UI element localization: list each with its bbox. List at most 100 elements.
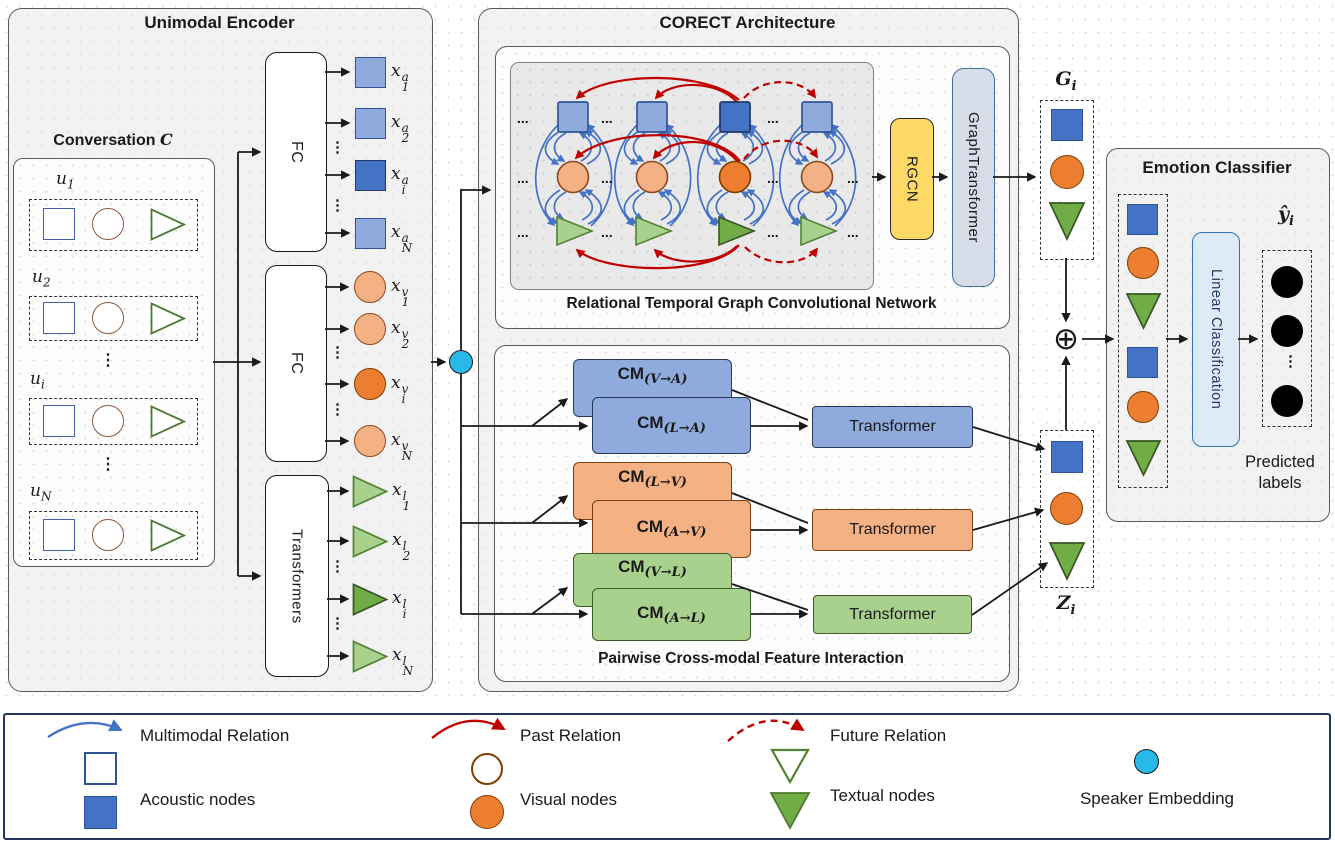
visual-placeholder-circle xyxy=(92,208,124,240)
acoustic-feature-node xyxy=(355,218,386,249)
fc-box-visual: FC xyxy=(265,265,327,462)
output-ellipsis: ⋮ xyxy=(330,344,345,361)
textual-node xyxy=(1125,293,1162,330)
textual-node-outline xyxy=(770,748,810,785)
textual-feature-node xyxy=(352,640,388,673)
svg-text:...: ... xyxy=(601,170,613,186)
legend-acoustic-label: Acoustic nodes xyxy=(140,790,256,809)
svg-text:...: ... xyxy=(517,170,529,186)
textual-placeholder-triangle xyxy=(150,405,186,438)
utterance-label-uN: uN xyxy=(30,481,52,504)
graph-ellipses: ......... ............ ............ xyxy=(517,110,859,240)
g-vector-box xyxy=(1040,100,1094,260)
visual-node-filled xyxy=(470,795,504,829)
utterance-label-u1: u1 xyxy=(56,169,75,192)
visual-node xyxy=(556,160,590,194)
utterance-box-uN xyxy=(29,511,198,560)
visual-feature-node xyxy=(354,313,386,345)
acoustic-node xyxy=(557,101,589,133)
conversation-box: u1 u2 ⋮ ui ⋮ uN xyxy=(13,158,215,567)
svg-text:...: ... xyxy=(767,110,779,126)
predicted-labels-box: ⋮ xyxy=(1262,250,1312,427)
textual-feature-node-i xyxy=(352,583,388,616)
visual-placeholder-circle xyxy=(92,519,124,551)
svg-text:...: ... xyxy=(601,110,613,126)
visual-placeholder-circle xyxy=(92,405,124,437)
y-hat-label: ŷi xyxy=(1278,203,1294,229)
unimodal-encoder-title: Unimodal Encoder xyxy=(144,13,295,32)
utterance-box-u2 xyxy=(29,296,198,341)
acoustic-feature-node-i xyxy=(355,160,386,191)
labels-ellipsis: ⋮ xyxy=(1283,353,1298,370)
z-vector-label: Zi xyxy=(1056,592,1076,618)
cm-block-a-to-v: CM(A→V) xyxy=(592,500,751,558)
svg-text:...: ... xyxy=(601,224,613,240)
temporal-relations xyxy=(574,76,819,270)
acoustic-placeholder-square xyxy=(43,405,75,437)
visual-feature-node xyxy=(354,271,386,303)
acoustic-node xyxy=(801,101,833,133)
emotion-classifier-title: Emotion Classifier xyxy=(1142,158,1292,177)
textual-placeholder-triangle xyxy=(150,302,186,335)
rgcn-box: RGCN xyxy=(890,118,934,240)
relational-graph-box: ......... ............ ............ xyxy=(510,62,874,290)
graph-nodes xyxy=(556,101,839,247)
output-ellipsis: ⋮ xyxy=(330,615,345,632)
svg-text:...: ... xyxy=(847,224,859,240)
svg-text:...: ... xyxy=(767,170,779,186)
transformer-box-textual: Transformer xyxy=(813,595,972,634)
label-dot xyxy=(1271,266,1303,298)
utterance-box-ui xyxy=(29,398,198,445)
svg-text:...: ... xyxy=(847,170,859,186)
speaker-embedding-dot xyxy=(449,350,473,374)
visual-node xyxy=(800,160,834,194)
label-dot xyxy=(1271,385,1303,417)
cm-block-l-to-a: CM(L→A) xyxy=(592,397,751,454)
legend-future-label: Future Relation xyxy=(830,726,947,745)
fusion-plus-operator: ⊕ xyxy=(1053,321,1079,357)
utterance-ellipsis: ⋮ xyxy=(100,456,116,473)
acoustic-node-filled xyxy=(84,796,117,829)
textual-node xyxy=(800,215,839,247)
transformer-box-acoustic: Transformer xyxy=(812,406,973,448)
g-vector-label: Gi xyxy=(1055,68,1077,94)
utterance-label-ui: ui xyxy=(30,369,45,392)
transformer-box-visual: Transformer xyxy=(812,509,973,551)
visual-node xyxy=(635,160,669,194)
graph-transformer-box: GraphTransformer xyxy=(952,68,995,287)
acoustic-node xyxy=(1127,204,1158,235)
utterance-label-u2: u2 xyxy=(32,267,51,290)
textual-node xyxy=(556,215,595,247)
output-ellipsis: ⋮ xyxy=(330,139,345,156)
textual-node xyxy=(1125,440,1162,477)
legend-textual-label: Textual nodes xyxy=(830,786,935,805)
relational-graph: ......... ............ ............ xyxy=(517,76,859,270)
acoustic-node-outline xyxy=(84,752,117,785)
visual-feature-node xyxy=(354,425,386,457)
fused-features-box xyxy=(1118,194,1168,488)
visual-node xyxy=(1050,492,1083,525)
transformers-box-textual: Transformers xyxy=(265,475,329,677)
svg-text:...: ... xyxy=(767,224,779,240)
output-ellipsis: ⋮ xyxy=(330,558,345,575)
acoustic-feature-node xyxy=(355,57,386,88)
textual-node-filled xyxy=(769,792,811,830)
visual-node xyxy=(1050,155,1084,189)
legend-box xyxy=(3,713,1331,840)
label-dot xyxy=(1271,315,1303,347)
textual-node-i xyxy=(718,215,757,247)
visual-node-i xyxy=(718,160,752,194)
textual-node xyxy=(1048,202,1086,241)
z-vector-box xyxy=(1040,430,1094,588)
textual-placeholder-triangle xyxy=(150,519,186,552)
acoustic-placeholder-square xyxy=(43,519,75,551)
acoustic-node xyxy=(636,101,668,133)
